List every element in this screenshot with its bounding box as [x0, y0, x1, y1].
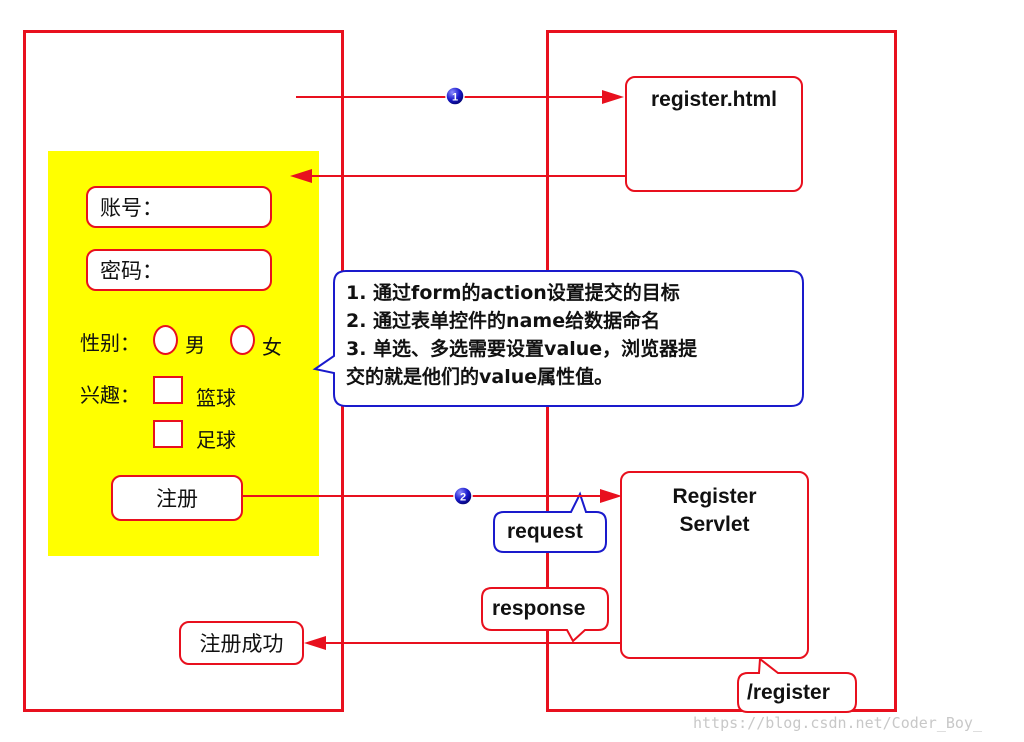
response-label: response: [492, 597, 586, 620]
note-line-1: 1. 通过form的action设置提交的目标: [346, 282, 680, 304]
football-label: 足球: [196, 428, 236, 452]
watermark: https://blog.csdn.net/Coder_Boy_: [693, 714, 982, 732]
register-servlet-box: Register Servlet: [620, 471, 809, 659]
submit-label: 注册: [156, 487, 198, 511]
note-line-4: 交的就是他们的value属性值。: [346, 366, 614, 388]
basketball-checkbox[interactable]: [153, 376, 183, 404]
gender-label: 性别：: [80, 331, 140, 355]
servlet-label-line2: Servlet: [679, 513, 750, 536]
password-field[interactable]: 密码：: [86, 249, 272, 291]
account-label: 账号：: [100, 196, 163, 220]
male-label: 男: [185, 333, 205, 357]
step-1-badge: 1: [445, 86, 465, 106]
male-radio[interactable]: [153, 325, 178, 355]
servlet-label-line1: Register: [672, 485, 757, 508]
female-label: 女: [262, 335, 282, 359]
hobby-label: 兴趣：: [80, 383, 140, 407]
register-path-callout: [737, 657, 857, 713]
submit-arrow: [243, 489, 622, 503]
note-line-2: 2. 通过表单控件的name给数据命名: [346, 310, 661, 332]
success-label: 注册成功: [199, 632, 284, 656]
password-label: 密码：: [100, 259, 163, 283]
basketball-label: 篮球: [196, 386, 236, 410]
request-callout: [493, 491, 607, 553]
return-page-arrow: [290, 169, 625, 183]
register-path-label: /register: [747, 681, 830, 704]
female-radio[interactable]: [230, 325, 255, 355]
submit-button[interactable]: 注册: [111, 475, 243, 521]
step-1-number: 1: [452, 92, 458, 104]
step-2-badge: 2: [453, 486, 473, 506]
response-callout: [481, 587, 609, 643]
response-arrow: [304, 636, 620, 650]
register-html-label: register.html: [650, 88, 778, 111]
note-callout: [312, 270, 804, 407]
step-2-number: 2: [460, 492, 466, 504]
success-box: 注册成功: [179, 621, 304, 665]
note-text-block: 1. 通过form的action设置提交的目标 2. 通过表单控件的name给数…: [346, 279, 697, 391]
request-label: request: [507, 520, 583, 543]
register-html-box: register.html: [625, 76, 803, 192]
football-checkbox[interactable]: [153, 420, 183, 448]
account-field[interactable]: 账号：: [86, 186, 272, 228]
note-line-3: 3. 单选、多选需要设置value，浏览器提: [346, 338, 698, 360]
